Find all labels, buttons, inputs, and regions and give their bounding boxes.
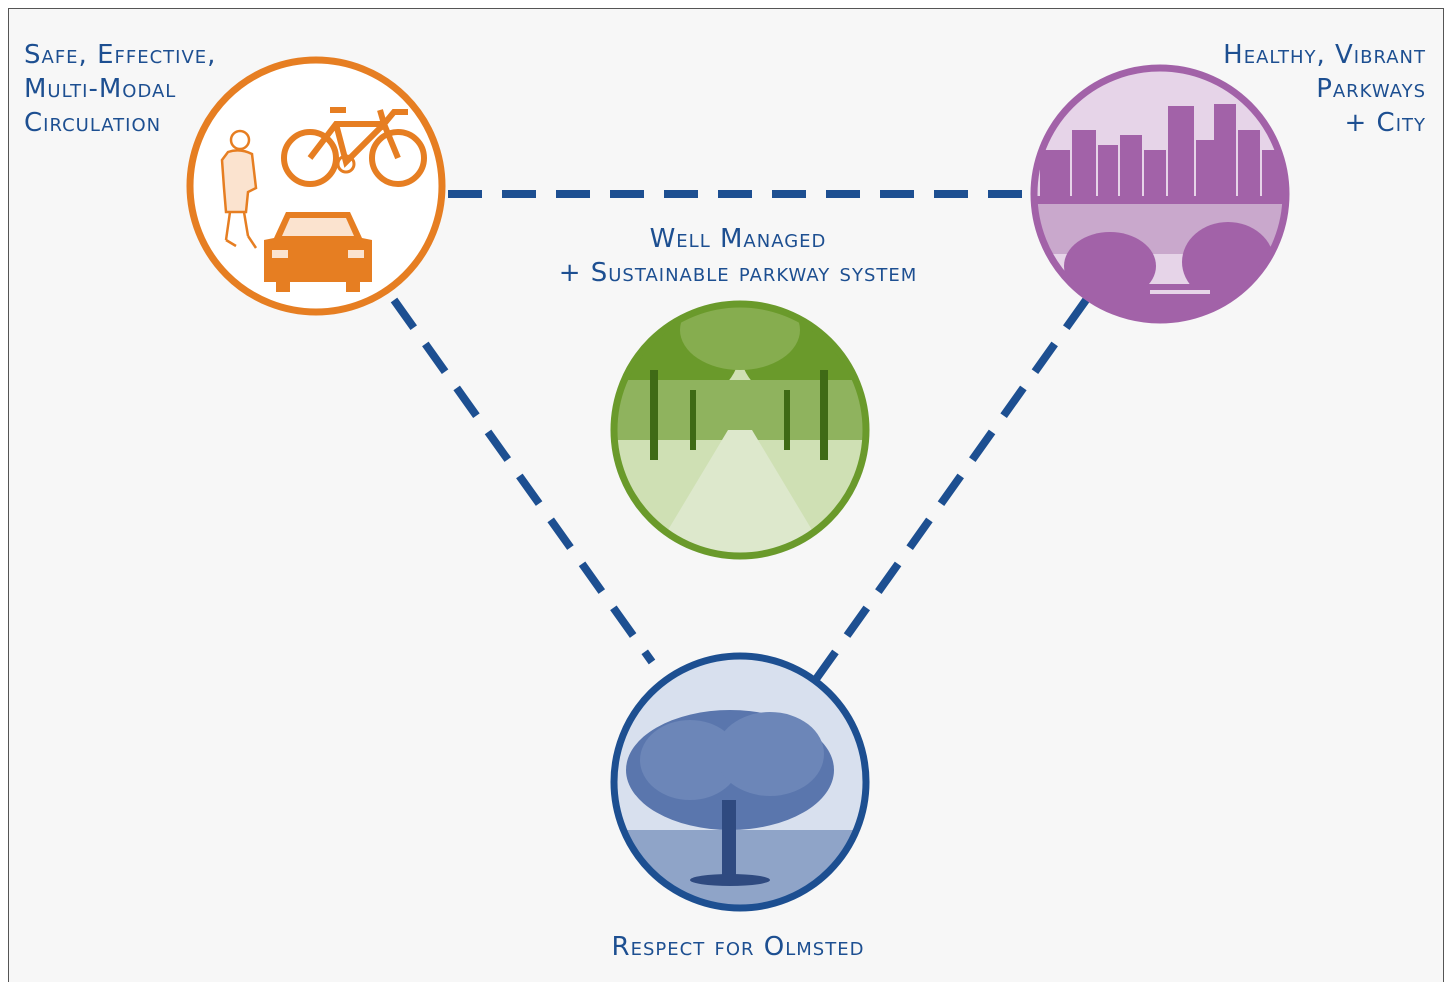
label-safe-circulation: Safe, Effective, Multi-Modal Circulation bbox=[24, 40, 217, 138]
bicycle-icon bbox=[281, 107, 427, 187]
label-healthy-city: Healthy, Vibrant Parkways + City bbox=[1223, 40, 1426, 138]
olmsted-circle bbox=[610, 652, 870, 912]
label-well-managed: Well Managed + Sustainable parkway syste… bbox=[558, 224, 918, 288]
tree-lined-path-image bbox=[614, 304, 866, 556]
car-icon bbox=[264, 212, 372, 292]
connector-right bbox=[810, 297, 1090, 685]
circulation-circle bbox=[186, 56, 446, 316]
oak-tree-image bbox=[614, 656, 866, 908]
city-circle bbox=[1030, 64, 1290, 324]
label-respect-olmsted: Respect for Olmsted bbox=[611, 932, 865, 962]
managed-circle bbox=[610, 300, 870, 560]
connector-lines bbox=[390, 190, 1090, 685]
pedestrian-icon bbox=[220, 129, 258, 249]
connector-left bbox=[390, 297, 656, 665]
